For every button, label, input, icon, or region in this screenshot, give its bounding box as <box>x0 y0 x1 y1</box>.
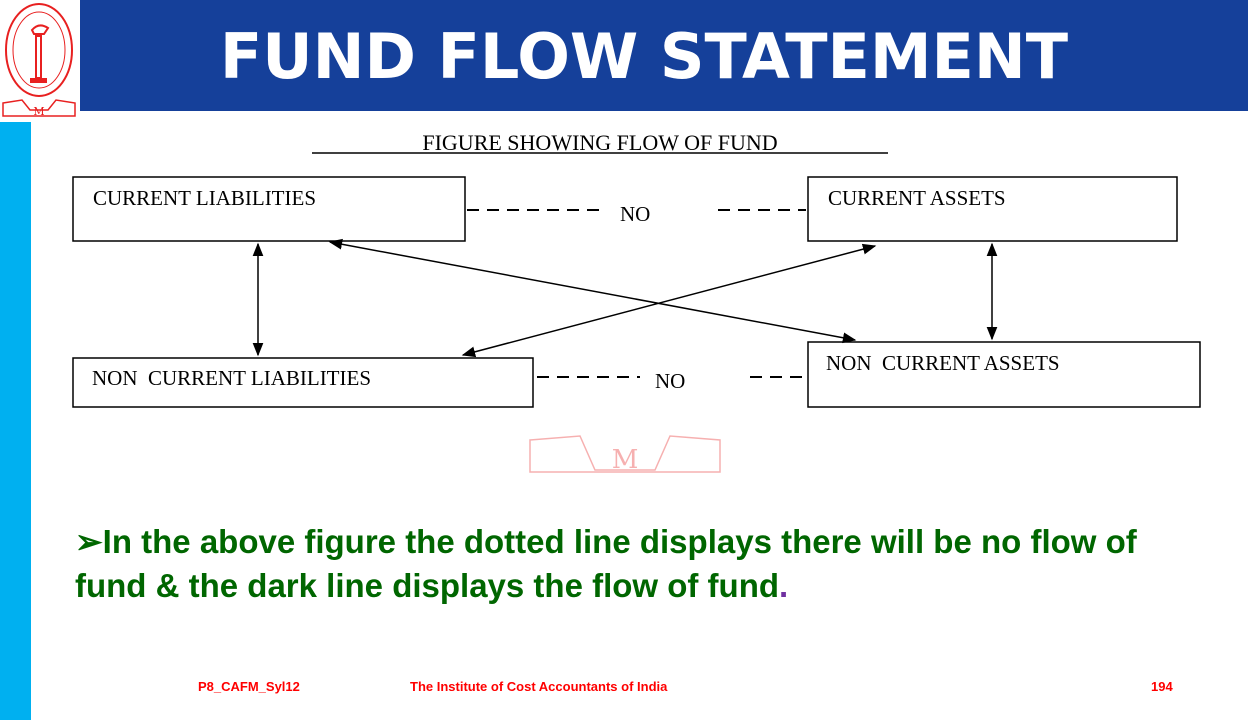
watermark-logo: M <box>529 435 721 475</box>
figure-title: FIGURE SHOWING FLOW OF FUND <box>422 130 777 155</box>
flow-arrows <box>252 238 998 358</box>
no-label-top: NO <box>620 202 650 226</box>
institute-logo: M <box>2 3 76 118</box>
svg-text:NON CURRENT ASSETS: NON CURRENT ASSETS <box>826 351 1060 375</box>
no-label-bottom: NO <box>655 369 685 393</box>
title-bar: FUND FLOW STATEMENT <box>80 0 1248 111</box>
arrow-cl-nca <box>328 238 857 344</box>
left-accent-bar <box>0 122 31 720</box>
svg-text:CURRENT LIABILITIES: CURRENT LIABILITIES <box>93 186 316 210</box>
box-current-liabilities: CURRENT LIABILITIES <box>72 176 466 242</box>
fund-flow-diagram: FIGURE SHOWING FLOW OF FUND CURRENT LIAB… <box>72 130 1201 475</box>
svg-text:M: M <box>33 105 44 118</box>
svg-text:CURRENT ASSETS: CURRENT ASSETS <box>828 186 1006 210</box>
svg-text:M: M <box>612 445 639 475</box>
box-non-current-liabilities: NON CURRENT LIABILITIES <box>72 357 534 408</box>
box-non-current-assets: NON CURRENT ASSETS <box>807 341 1201 408</box>
explanation-body: ➢In the above figure the dotted line dis… <box>75 523 1137 604</box>
footer-page-number: 194 <box>1151 679 1173 694</box>
arrow-ca-ncl <box>461 243 877 358</box>
svg-text:NON CURRENT LIABILITIES: NON CURRENT LIABILITIES <box>92 366 371 390</box>
slide-title: FUND FLOW STATEMENT <box>219 20 1069 93</box>
explanation-period: . <box>779 567 789 604</box>
footer-code: P8_CAFM_Syl12 <box>198 679 300 694</box>
explanation-text: ➢In the above figure the dotted line dis… <box>75 520 1195 608</box>
box-current-assets: CURRENT ASSETS <box>807 176 1178 242</box>
footer-institute: The Institute of Cost Accountants of Ind… <box>410 679 668 694</box>
